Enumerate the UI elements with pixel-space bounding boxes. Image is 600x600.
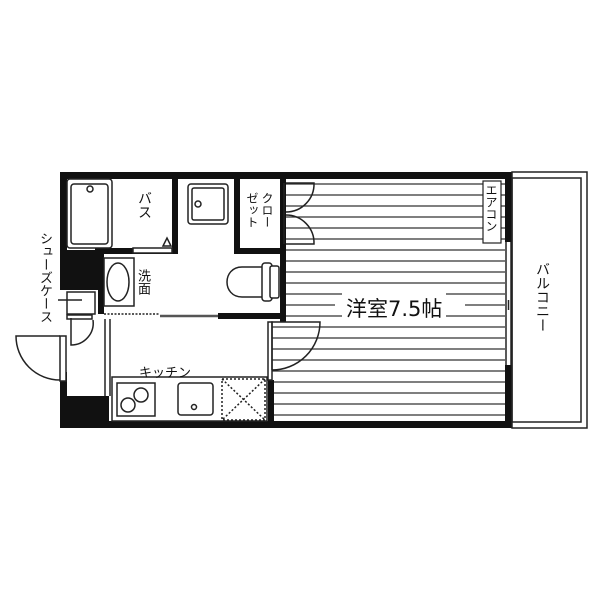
shoe-case bbox=[58, 291, 96, 315]
laundry-pan bbox=[187, 183, 229, 225]
aircon-label: エアコン bbox=[484, 184, 498, 232]
toilet bbox=[226, 262, 280, 302]
balcony-label: バルコニー bbox=[534, 262, 550, 332]
shoe-case-label: シューズケース bbox=[37, 232, 52, 323]
western-room-label: 洋室7.5帖 bbox=[342, 293, 447, 323]
washbasin-label: 洗面 bbox=[135, 269, 150, 295]
balcony-window bbox=[505, 242, 512, 365]
closet-label-line1: クロー bbox=[260, 192, 274, 228]
kitchen-label: キッチン bbox=[139, 366, 192, 381]
entry-partition bbox=[104, 319, 111, 396]
closet-label-line2: ゼット bbox=[245, 192, 259, 228]
washbasin bbox=[103, 257, 135, 307]
walls bbox=[60, 172, 512, 428]
room-door bbox=[267, 321, 321, 381]
kitchen-counter bbox=[111, 376, 268, 422]
bathtub bbox=[66, 178, 113, 249]
aircon-box bbox=[482, 180, 502, 244]
balcony bbox=[511, 171, 588, 429]
entry-door bbox=[15, 314, 94, 382]
bath-door bbox=[132, 236, 173, 254]
wash-sliding-door bbox=[104, 313, 218, 318]
closet-doors bbox=[283, 182, 315, 245]
bath-label: バス bbox=[136, 191, 152, 219]
